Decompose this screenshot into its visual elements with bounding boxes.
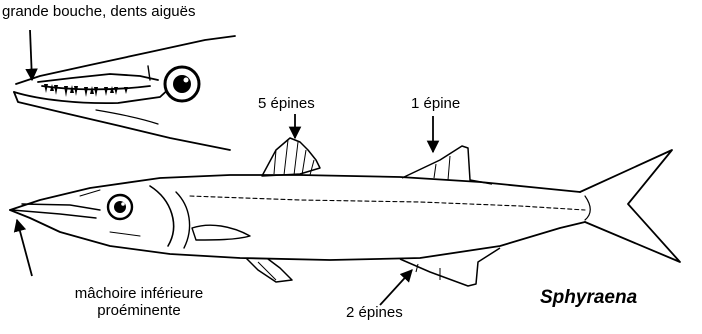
label-two-spines: 2 épines [346,304,403,321]
label-jaw-line1: mâchoire inférieure [24,285,254,302]
teeth [44,84,128,97]
fish-eye [108,195,132,219]
genus-name: Sphyraena [540,287,637,309]
arrow-jaw [17,220,32,276]
eye-detail [165,67,199,101]
head-detail [14,36,235,150]
first-dorsal-fin [262,138,320,176]
arrow-two-spines [380,270,412,305]
label-mouth: grande bouche, dents aiguës [2,3,195,20]
pelvic-fin [246,258,292,282]
label-jaw: mâchoire inférieure proéminente [24,285,254,319]
arrow-mouth [30,30,32,80]
label-jaw-line2: proéminente [24,302,254,319]
label-five-spines: 5 épines [258,95,315,112]
label-one-spine: 1 épine [411,95,460,112]
